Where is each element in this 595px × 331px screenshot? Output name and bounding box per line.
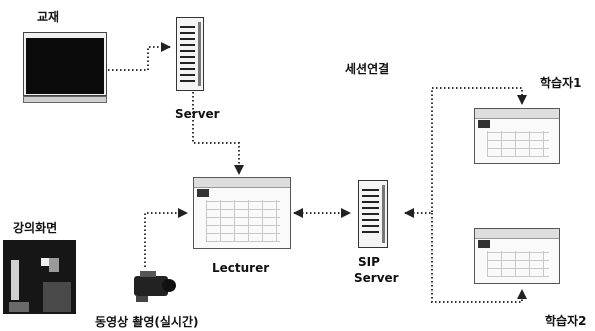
lecture-screen-label: 강의화면 (13, 221, 57, 235)
learner2-label: 학습자2 (545, 314, 586, 328)
video-label: 동영상 촬영(실시간) (95, 315, 198, 329)
material-monitor-icon (23, 32, 107, 104)
sip-server-label: Server (354, 271, 399, 285)
camera-to-lecturer-connector (145, 213, 187, 267)
lecture-screen-photo (3, 240, 76, 314)
material-label: 교재 (37, 10, 59, 24)
lecturer-screen (193, 177, 291, 249)
learner1-screen (474, 108, 560, 164)
material-to-server-connector (108, 47, 170, 70)
lecturer-label: Lecturer (212, 261, 269, 275)
server-tower-icon (176, 17, 204, 91)
server-to-lecturer-connector (193, 92, 239, 174)
server-label: Server (175, 107, 220, 121)
video-camera-icon (130, 268, 178, 304)
learner1-label: 학습자1 (540, 76, 581, 90)
session-label: 세션연결 (345, 62, 389, 76)
learner2-screen (474, 228, 560, 284)
sip-label: SIP (358, 255, 380, 269)
sip-server-tower-icon (358, 180, 388, 248)
